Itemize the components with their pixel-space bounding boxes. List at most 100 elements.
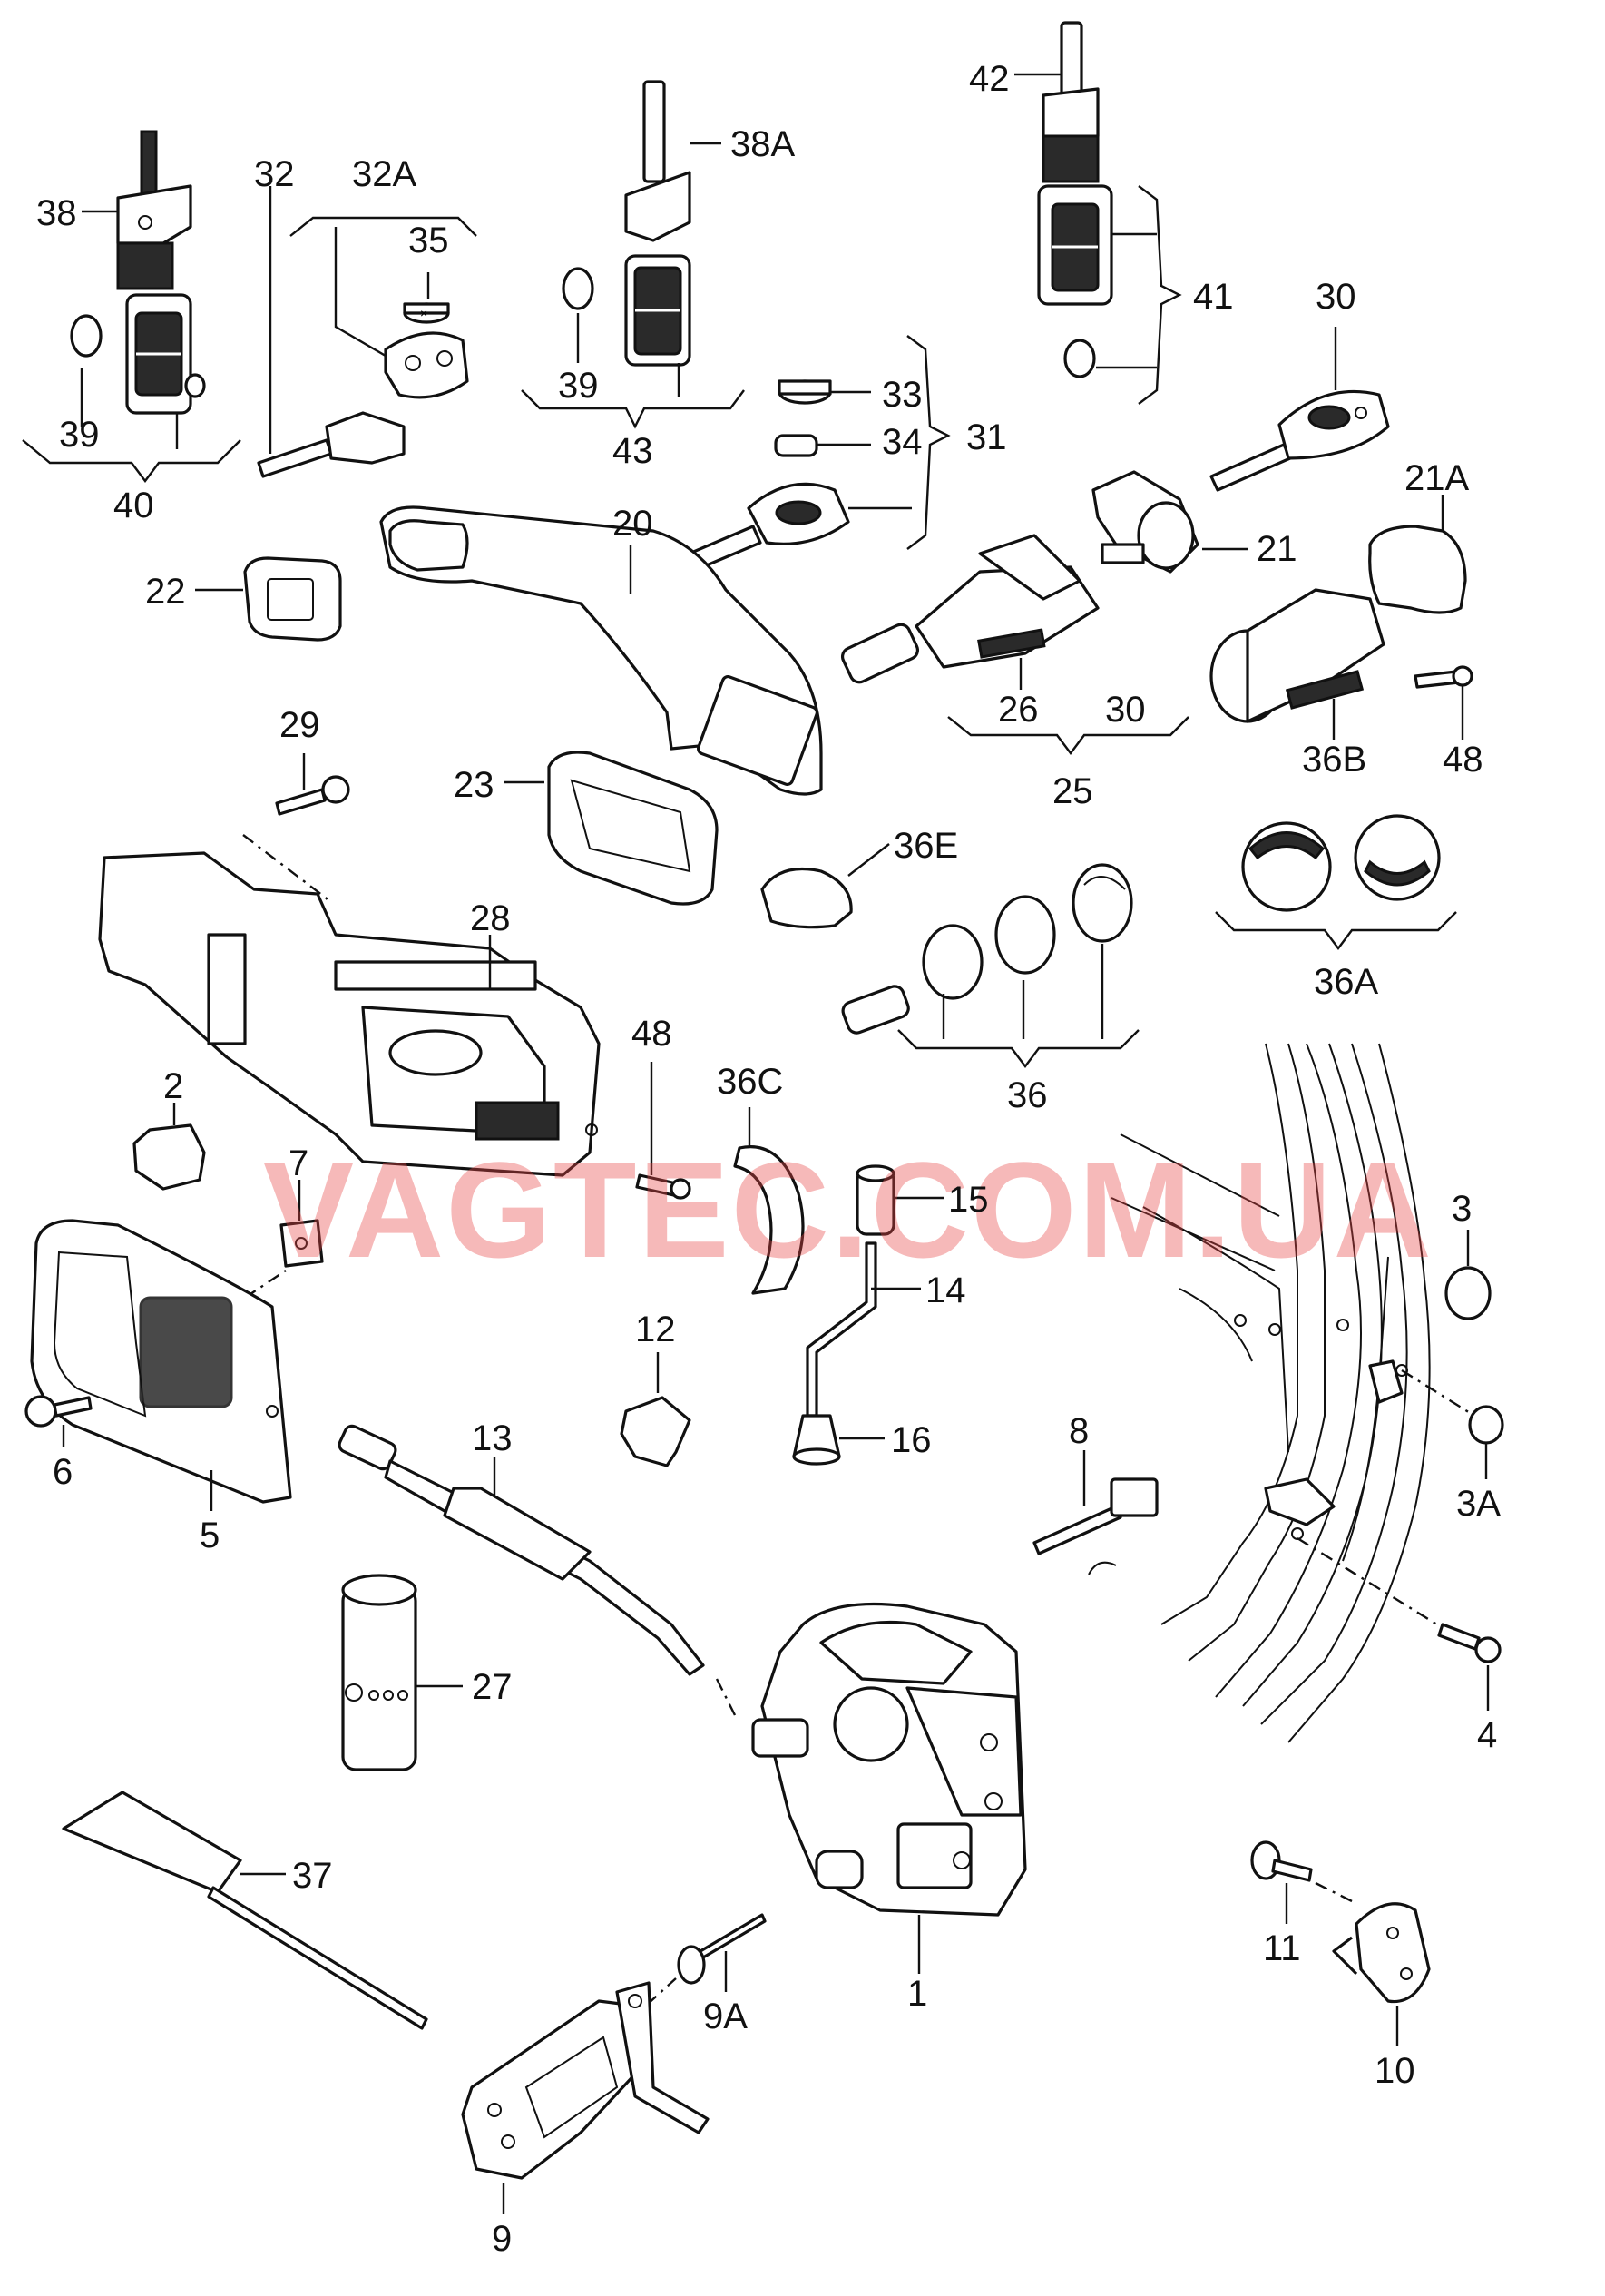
clip-36E	[760, 867, 853, 929]
key-blade-42	[1042, 21, 1100, 183]
retainer-36C	[733, 1145, 805, 1295]
housing-21	[1091, 470, 1199, 574]
callout-48-b: 48	[631, 1014, 672, 1054]
callout-26: 26	[998, 690, 1039, 730]
striker-10	[1332, 1902, 1431, 2004]
callout-41: 41	[1193, 277, 1234, 317]
grease-27	[341, 1574, 417, 1771]
callout-2: 2	[163, 1066, 183, 1106]
key-30	[1209, 389, 1390, 492]
callout-37: 37	[292, 1856, 333, 1896]
key-32	[257, 186, 406, 478]
remote-transmitter-41	[1037, 184, 1113, 378]
callout-20: 20	[612, 504, 653, 544]
callout-39-a: 39	[59, 415, 100, 455]
key-blade-38A	[624, 80, 691, 242]
rivet-9A	[677, 1913, 767, 1985]
seal-22	[243, 556, 342, 642]
nut-7	[279, 1219, 324, 1268]
callout-36A: 36A	[1314, 962, 1378, 1002]
battery-33	[778, 379, 832, 405]
remote-transmitter-39	[70, 293, 206, 415]
callout-21A: 21A	[1404, 458, 1469, 498]
watermark: VAGTEC.COM.UA	[263, 1133, 1434, 1286]
callout-39-b: 39	[558, 366, 599, 406]
callout-9A: 9A	[703, 1997, 748, 2036]
exterior-handle-20	[379, 505, 823, 796]
rings-36A	[1241, 814, 1441, 912]
callout-38A: 38A	[730, 124, 795, 164]
callout-36E: 36E	[894, 826, 958, 866]
callout-30-a: 30	[1316, 277, 1356, 317]
grommet-16	[792, 1414, 841, 1466]
callout-36: 36	[1007, 1075, 1048, 1115]
screw-48a	[1414, 665, 1473, 689]
remote-transmitter-43	[562, 254, 691, 367]
bulb-34	[774, 434, 818, 457]
callout-42: 42	[969, 59, 1010, 99]
callout-12: 12	[635, 1310, 676, 1349]
bolt-4	[1437, 1623, 1502, 1663]
screw-48b	[635, 1173, 691, 1200]
cap-21A	[1368, 525, 1467, 614]
callout-labels: 38 32 32A 35 38A 42 39 40 39 43 33 34 31…	[36, 59, 1501, 2259]
callout-3: 3	[1452, 1189, 1472, 1229]
callout-11: 11	[1263, 1928, 1301, 1968]
tool-37	[62, 1791, 428, 2030]
bracket-9	[461, 1981, 710, 2180]
callout-8: 8	[1069, 1411, 1089, 1451]
callout-13: 13	[472, 1418, 513, 1458]
callout-9: 9	[492, 2219, 512, 2259]
callout-28: 28	[470, 898, 511, 938]
callout-32: 32	[254, 154, 295, 194]
clip-2	[132, 1123, 206, 1191]
callout-10: 10	[1375, 2051, 1415, 2091]
key-31	[683, 482, 850, 574]
callout-43: 43	[612, 431, 653, 471]
callout-27: 27	[472, 1667, 513, 1707]
callout-16: 16	[891, 1420, 932, 1460]
handle-carrier-28	[98, 851, 601, 1177]
callout-33: 33	[882, 375, 923, 415]
svg-text:×: ×	[420, 306, 427, 320]
callout-4: 4	[1477, 1715, 1497, 1755]
callout-3A: 3A	[1456, 1484, 1501, 1524]
callout-36B: 36B	[1302, 740, 1366, 780]
cable-13	[338, 1424, 705, 1676]
callout-6: 6	[53, 1452, 73, 1492]
plug-3	[1444, 1266, 1492, 1320]
battery-35: ×	[403, 302, 450, 324]
key-head-32A	[384, 331, 469, 399]
callout-1: 1	[907, 1974, 927, 2014]
screw-29	[275, 775, 350, 816]
lock-cylinder-26	[840, 534, 1100, 684]
callout-22: 22	[145, 572, 186, 612]
plug-3A	[1468, 1405, 1504, 1445]
callout-48-a: 48	[1443, 740, 1483, 780]
callout-5: 5	[200, 1516, 220, 1555]
callout-25: 25	[1052, 771, 1093, 811]
screw-6	[24, 1395, 93, 1428]
callout-34: 34	[882, 422, 923, 462]
door-lock-1	[751, 1602, 1027, 1917]
callout-15: 15	[948, 1180, 989, 1220]
callout-30-b: 30	[1105, 690, 1146, 730]
callout-7: 7	[289, 1143, 308, 1183]
callout-38: 38	[36, 193, 77, 233]
bolt-11	[1250, 1840, 1313, 1882]
callout-35: 35	[408, 221, 449, 260]
lock-cylinder-36	[841, 863, 1133, 1035]
callout-14: 14	[925, 1271, 966, 1310]
callout-32A: 32A	[352, 154, 416, 194]
callout-23: 23	[454, 765, 494, 805]
lock-cylinder-36B	[1209, 588, 1385, 723]
cable-8	[1032, 1477, 1159, 1555]
callout-21: 21	[1257, 529, 1297, 569]
key-blade-38	[116, 130, 192, 290]
callout-31: 31	[966, 417, 1007, 457]
callout-40: 40	[113, 486, 154, 525]
trim-23	[547, 751, 719, 906]
callout-29: 29	[279, 705, 320, 745]
sleeve-15	[856, 1164, 895, 1236]
